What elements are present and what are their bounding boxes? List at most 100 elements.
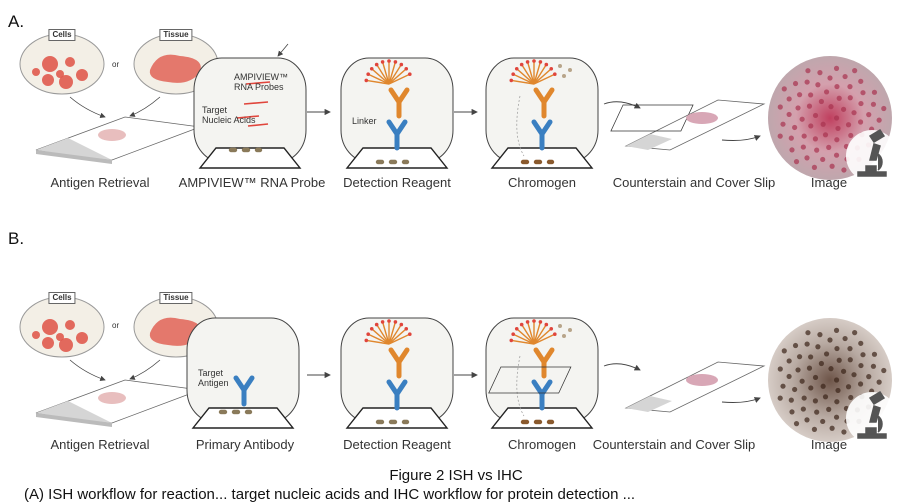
particle: [524, 159, 530, 165]
nucleus: [835, 387, 841, 394]
nucleus: [833, 414, 840, 420]
figure-title: Figure 2 ISH vs IHC: [389, 467, 523, 484]
nucleus: [808, 123, 814, 129]
enzyme: [393, 60, 398, 64]
polymer-strand: [533, 62, 541, 85]
enzyme: [538, 320, 543, 324]
target-antigen-label: Target Antigen: [198, 368, 229, 388]
nucleus: [829, 163, 835, 169]
nucleus: [814, 147, 820, 153]
polymer-strand: [533, 333, 555, 345]
polymer-strand: [388, 328, 406, 345]
nucleus: [860, 90, 866, 96]
microscope-icon: [857, 390, 887, 439]
enzyme: [374, 62, 379, 67]
nucleus: [788, 397, 794, 403]
nucleus: [822, 394, 829, 400]
slide-sample-stained: [686, 112, 718, 124]
nucleus: [836, 357, 842, 363]
nucleus: [812, 398, 818, 404]
nucleus: [840, 368, 847, 374]
nucleus: [806, 103, 813, 109]
nucleus: [851, 110, 857, 116]
nucleus: [836, 95, 842, 101]
nucleus: [834, 399, 840, 405]
slide-label-area: [36, 138, 112, 160]
nucleus: [858, 340, 864, 346]
polymer-strand: [517, 328, 535, 345]
polymer-strand: [533, 322, 541, 345]
enzyme: [538, 60, 543, 64]
tissue-section: [198, 147, 302, 169]
nucleus: [841, 167, 847, 173]
chromogen-dot: [558, 324, 562, 328]
step-rna-probe: AMPIVIEW™ RNA Probe: [178, 175, 326, 190]
linker-label: Linker: [352, 116, 377, 126]
particle: [404, 159, 410, 165]
nucleus: [826, 406, 832, 412]
target-nucleic-label: Target Nucleic Acids: [202, 105, 256, 125]
nucleus: [817, 332, 823, 338]
enzyme: [408, 72, 412, 77]
cells-tag-b: Cells: [48, 292, 76, 304]
nucleus: [881, 367, 887, 374]
cell: [42, 337, 54, 349]
tissue-tag-b: Tissue: [159, 292, 193, 304]
nucleus: [780, 121, 786, 127]
enzyme: [514, 66, 519, 71]
nucleus: [842, 73, 848, 80]
nucleus: [852, 330, 858, 336]
cell: [42, 74, 54, 86]
particle: [379, 159, 385, 165]
nucleus: [800, 406, 806, 412]
nucleus: [781, 86, 787, 92]
nucleus: [866, 112, 872, 118]
slide-edge: [36, 150, 112, 164]
nucleus: [847, 84, 853, 90]
nucleus: [876, 379, 882, 385]
enzyme: [387, 59, 391, 63]
cell: [56, 70, 64, 78]
polymer-strand: [512, 79, 535, 85]
arrow-icon: [129, 359, 161, 380]
antibody: [533, 347, 555, 379]
enzyme: [399, 322, 404, 327]
arrow-icon: [69, 359, 106, 382]
polymer-strand: [368, 73, 390, 85]
nucleus: [805, 330, 811, 336]
chromogen-dot: [568, 68, 572, 72]
enzyme: [364, 78, 369, 83]
tissue-section: [345, 407, 449, 429]
enzyme: [519, 322, 524, 327]
enzyme: [553, 332, 557, 337]
arrow-icon: [129, 96, 161, 117]
chromogen-path: [516, 355, 525, 417]
nucleus: [847, 357, 853, 363]
nucleus: [858, 100, 864, 107]
antibody: [533, 87, 555, 119]
enzyme: [553, 72, 557, 77]
microscope-icon: [857, 128, 887, 177]
enzyme: [519, 62, 524, 67]
enzyme: [549, 66, 554, 71]
enzyme: [511, 332, 515, 337]
polymer-strand: [527, 62, 535, 85]
enzyme: [393, 320, 398, 324]
polymer-strand: [533, 65, 547, 85]
polymer-strand: [521, 325, 535, 345]
polymer-strand: [512, 339, 535, 345]
cell: [32, 331, 40, 339]
enzyme: [509, 338, 514, 343]
nucleus: [815, 344, 821, 350]
nucleus: [881, 105, 887, 112]
nucleus: [777, 366, 783, 372]
nucleus: [793, 159, 800, 165]
enzyme: [380, 60, 385, 64]
enzyme: [369, 326, 374, 331]
enzyme: [509, 78, 514, 83]
enzyme: [532, 319, 536, 323]
nucleus: [792, 124, 798, 131]
slide-sample: [98, 129, 126, 141]
nucleus: [804, 417, 810, 423]
enzyme: [369, 66, 374, 71]
